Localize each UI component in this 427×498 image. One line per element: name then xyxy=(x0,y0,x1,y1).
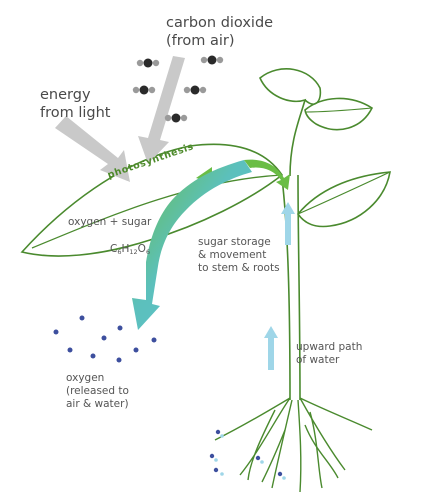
oxygen-dots xyxy=(53,315,157,363)
light-energy-arrow xyxy=(55,116,130,182)
sugar-formula: C6H12O6 xyxy=(110,243,151,257)
sugar-storage-label: sugar storage & movement to stem & roots xyxy=(198,236,280,275)
right-leaf xyxy=(296,171,391,228)
top-leaf-right-midrib xyxy=(304,107,373,113)
water-droplets xyxy=(209,429,286,480)
top-leaf-left xyxy=(259,68,322,177)
co2-molecules xyxy=(132,55,224,123)
right-leaf-midrib xyxy=(297,171,391,215)
oxygen-released-label: oxygen (released to air & water) xyxy=(66,372,129,411)
energy-label: energy from light xyxy=(40,87,111,122)
oxygen-sugar-label: oxygen + sugar xyxy=(68,216,152,228)
top-leaf-right xyxy=(304,97,374,131)
large-leaf-midrib xyxy=(31,174,283,249)
upward-path-label: upward path of water xyxy=(296,341,363,367)
stem-green-arrow xyxy=(244,159,290,190)
sugar-oxygen-arrow xyxy=(132,160,252,330)
co2-arrow xyxy=(138,56,185,164)
plant-stem xyxy=(281,174,301,401)
water-arrows xyxy=(264,202,295,370)
roots xyxy=(214,397,373,493)
co2-label: carbon dioxide (from air) xyxy=(166,15,274,50)
